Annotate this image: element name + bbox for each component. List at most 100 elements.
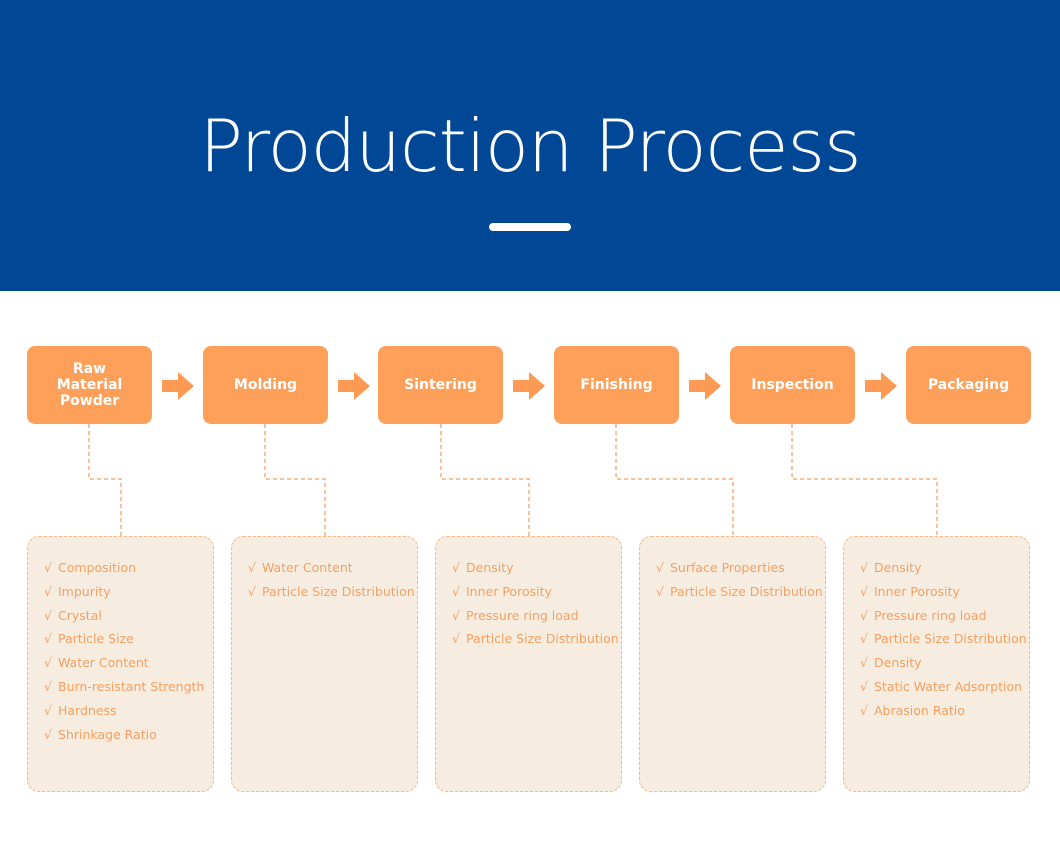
checkmark-icon: √ [656, 583, 664, 599]
check-item: √ Density [452, 556, 621, 580]
checkmark-icon: √ [452, 607, 460, 623]
check-item: √ Inner Porosity [452, 580, 621, 604]
checkmark-icon: √ [44, 702, 52, 718]
checkmark-icon: √ [656, 560, 664, 575]
checkmark-icon: √ [44, 678, 52, 694]
checkmark-icon: √ [860, 678, 868, 694]
checkmark-icon: √ [860, 607, 868, 623]
check-item-label: Inner Porosity [874, 583, 960, 599]
check-item-label: Particle Size [58, 631, 134, 647]
checkmark-icon: √ [860, 655, 868, 671]
checkmark-icon: √ [44, 726, 52, 742]
check-item-label: Particle Size Distribution [874, 631, 1027, 647]
arrow-right-icon [689, 372, 721, 400]
step-label: Inspection [751, 377, 834, 393]
check-item: √ Pressure ring load [452, 604, 621, 628]
check-item: √ Particle Size Distribution [860, 627, 1029, 651]
checkmark-icon: √ [860, 702, 868, 718]
check-item-label: Particle Size Distribution [262, 583, 415, 599]
check-item: √ Particle Size [44, 627, 213, 651]
checkmark-icon: √ [248, 560, 256, 575]
check-list: √ Composition √ Impurity √ Crystal √ Particle S… [28, 537, 213, 746]
check-item-label: Pressure ring load [466, 607, 579, 623]
check-item-label: Inner Porosity [466, 583, 552, 599]
check-item-label: Static Water Adsorption [874, 678, 1023, 694]
check-item: √ Water Content [44, 651, 213, 675]
check-item-label: Crystal [58, 607, 102, 623]
checkmark-icon: √ [452, 631, 460, 647]
check-item-label: Surface Properties [670, 560, 785, 575]
arrow-right-icon [162, 372, 194, 400]
check-item: √Pressure ring load [860, 604, 1029, 628]
check-item: √ Particle Size Distribution [452, 627, 621, 651]
check-item: √ Particle Size Distribution [656, 580, 825, 604]
check-item: √ Hardness [44, 699, 213, 723]
step-label: Packaging [927, 377, 1010, 393]
check-item-label: Impurity [58, 583, 111, 599]
step-sintering: Sintering [378, 346, 503, 424]
checkmark-icon: √ [452, 583, 460, 599]
check-item-label: Particle Size Distribution [670, 583, 823, 599]
panel-raw-material-checks: √ Composition √ Impurity √ Crystal √ Particle S… [27, 536, 214, 792]
check-item-label: Burn-resistant Strength [58, 678, 205, 694]
check-item: √ Impurity [44, 580, 213, 604]
check-item: √ Burn-resistant Strength [44, 675, 213, 699]
checkmark-icon: √ [44, 631, 52, 647]
check-item: √ Density [860, 651, 1029, 675]
connector-line [791, 424, 938, 536]
checkmark-icon: √ [860, 560, 868, 575]
step-inspection: Inspection [730, 346, 855, 424]
check-item: √ Water Content [248, 556, 417, 580]
panel-sintering-checks: √ Density √ Inner Porosity √ Pressure ring lo… [435, 536, 622, 792]
check-item: √ Composition [44, 556, 213, 580]
check-item-label: Shrinkage Ratio [58, 726, 157, 742]
check-item: √ Static Water Adsorption [860, 675, 1029, 699]
arrow-right-icon [865, 372, 897, 400]
check-item: √ Particle Size Distribution [248, 580, 417, 604]
checkmark-icon: √ [44, 560, 52, 575]
check-item-label: Density [466, 560, 514, 575]
check-item-label: Particle Size Distribution [466, 631, 619, 647]
check-item: √ Density [860, 556, 1029, 580]
arrow-right-icon [513, 372, 545, 400]
step-label: Sintering [404, 377, 477, 393]
check-item-label: Composition [58, 560, 137, 575]
checkmark-icon: √ [44, 583, 52, 599]
connector-line [615, 424, 734, 536]
check-item: √ Shrinkage Ratio [44, 723, 213, 747]
checkmark-icon: √ [452, 560, 460, 575]
panel-molding-checks: √ Water Content √ Particle Size Distributio… [231, 536, 418, 792]
check-item: √ Abrasion Ratio [860, 699, 1029, 723]
checkmark-icon: √ [44, 607, 52, 623]
arrow-right-icon [338, 372, 370, 400]
check-item: √ Surface Properties [656, 556, 825, 580]
check-item-label: Water Content [58, 655, 149, 671]
check-item-label: Water Content [262, 560, 353, 575]
check-list: √ Surface Properties √ Particle Size Distri… [640, 537, 825, 604]
check-list: √ Water Content √ Particle Size Distributio… [232, 537, 417, 604]
panel-inspection-checks: √ Density √ Inner Porosity √Pressure ring lo… [843, 536, 1030, 792]
checkmark-icon: √ [44, 655, 52, 671]
step-packaging: Packaging [906, 346, 1031, 424]
check-item: √ Inner Porosity [860, 580, 1029, 604]
connector-line [264, 424, 326, 536]
check-item-label: Density [874, 655, 922, 671]
title-underline [489, 223, 571, 231]
step-finishing: Finishing [554, 346, 679, 424]
check-item-label: Density [874, 560, 922, 575]
step-raw-material-powder: Raw Material Powder [27, 346, 152, 424]
panel-finishing-checks: √ Surface Properties √ Particle Size Distri… [639, 536, 826, 792]
step-label: Raw Material Powder [56, 361, 123, 409]
checkmark-icon: √ [248, 583, 256, 599]
check-list: √ Density √ Inner Porosity √Pressure ring lo… [844, 537, 1029, 723]
page-title: Production Process [199, 104, 861, 188]
connector-line [88, 424, 122, 536]
checkmark-icon: √ [860, 631, 868, 647]
step-label: Molding [233, 377, 298, 393]
step-label: Finishing [580, 377, 653, 393]
check-item: √ Crystal [44, 604, 213, 628]
check-item-label: Hardness [58, 702, 117, 718]
check-item-label: Abrasion Ratio [874, 702, 965, 718]
checkmark-icon: √ [860, 583, 868, 599]
